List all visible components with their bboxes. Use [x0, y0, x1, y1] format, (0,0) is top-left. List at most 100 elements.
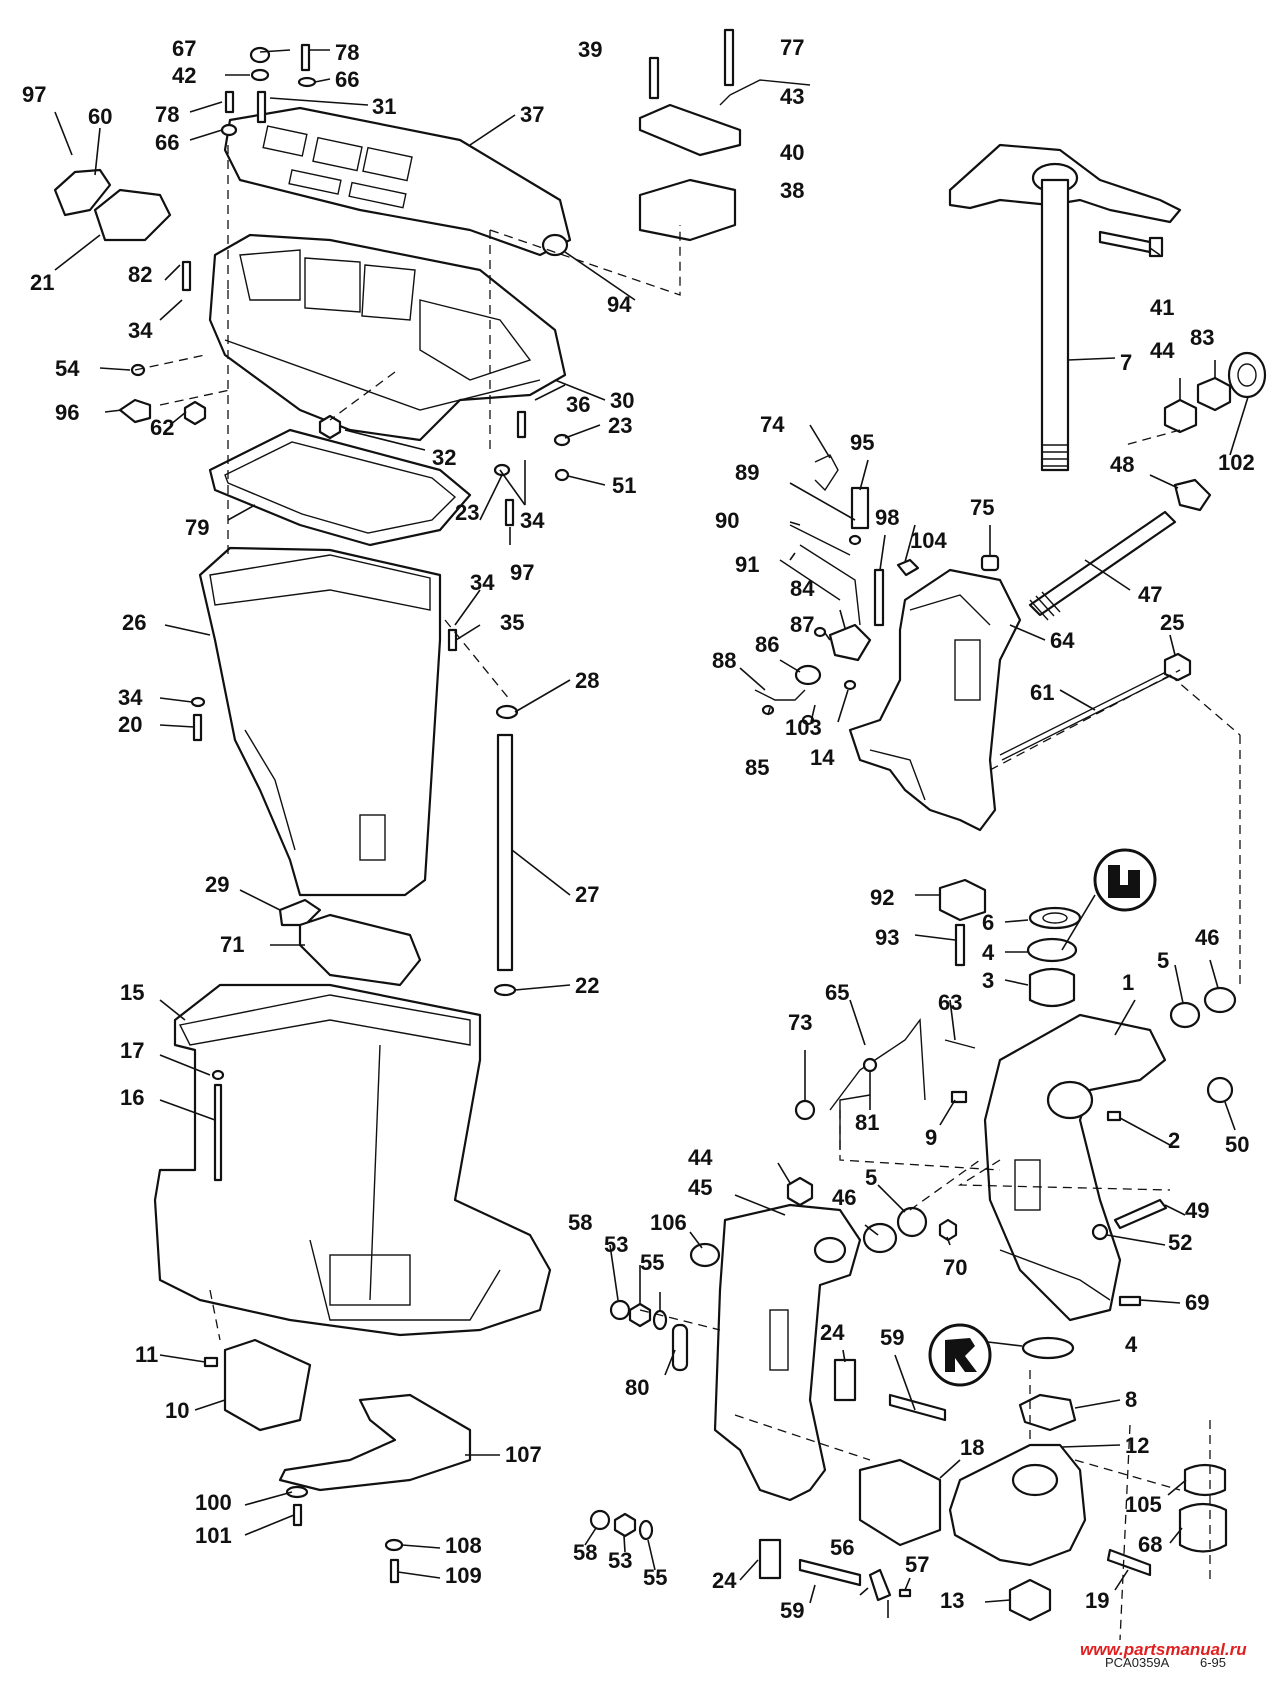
washer-102: [1227, 351, 1267, 399]
callout-89: 89: [735, 460, 759, 485]
anti-ventilation-plate-107: [278, 1393, 472, 1492]
callout-59-top: 59: [880, 1325, 904, 1350]
callout-25: 25: [1160, 610, 1184, 635]
callout-86: 86: [755, 632, 779, 657]
callout-46-right: 46: [1195, 925, 1219, 950]
exhaust-housing-26: [198, 546, 442, 897]
callout-77: 77: [780, 35, 804, 60]
pin-98: [873, 568, 885, 627]
callout-65: 65: [825, 980, 849, 1005]
callout-84: 84: [790, 576, 815, 601]
callout-16: 16: [120, 1085, 144, 1110]
callout-106: 106: [650, 1210, 687, 1235]
callout-90: 90: [715, 508, 739, 533]
callout-56: 56: [830, 1535, 854, 1560]
nut-13: [1008, 1578, 1052, 1622]
power-pack-38: [638, 178, 737, 242]
callout-62: 62: [150, 415, 174, 440]
bracket-40: [638, 103, 742, 157]
bolt-59-bottom: [798, 1558, 862, 1587]
callout-41: 41: [1150, 295, 1174, 320]
diagram-footer: PCA0359A 6-95 www.partsmanual.ru: [1080, 1640, 1247, 1670]
sender-84: [828, 623, 872, 662]
callout-58-top: 58: [568, 1210, 592, 1235]
screw-11: [203, 1356, 219, 1368]
gasket-79: [208, 428, 472, 547]
callout-2: 2: [1168, 1128, 1180, 1153]
callout-49: 49: [1185, 1198, 1209, 1223]
stern-bracket-1: [983, 1013, 1167, 1322]
callout-34-b: 34: [520, 508, 545, 533]
seal-29: [278, 898, 322, 927]
callout-73: 73: [788, 1010, 812, 1035]
callout-5-right: 5: [1157, 948, 1169, 973]
part-14: [843, 679, 857, 691]
bushing-50: [1206, 1076, 1234, 1104]
bolt-41: [1098, 230, 1152, 254]
grommet-28: [495, 704, 519, 720]
callout-94: 94: [607, 292, 632, 317]
plug-75: [980, 554, 1000, 572]
nut-53-top: [628, 1302, 652, 1328]
callout-34-c: 34: [470, 570, 495, 595]
bushing-3: [1028, 967, 1076, 1008]
callout-39: 39: [578, 37, 602, 62]
callout-100: 100: [195, 1490, 232, 1515]
washer-66-top: [297, 76, 317, 88]
nut-70: [938, 1218, 958, 1242]
screw-78-top: [300, 43, 311, 72]
part-illustrations: [53, 28, 1267, 1622]
callout-36: 36: [566, 392, 590, 417]
callout-51: 51: [612, 473, 636, 498]
callout-27: 27: [575, 882, 599, 907]
clip-74: [814, 454, 839, 492]
seal-60: [53, 168, 112, 217]
washer-108: [384, 1538, 404, 1552]
callout-59-bottom: 59: [780, 1598, 804, 1623]
callout-10: 10: [165, 1398, 189, 1423]
callout-74: 74: [760, 412, 785, 437]
callout-23-left: 23: [455, 500, 479, 525]
callout-101: 101: [195, 1523, 232, 1548]
nut-25: [1163, 652, 1192, 682]
callout-24-top: 24: [820, 1320, 845, 1345]
rod-61: [999, 669, 1171, 756]
callout-29: 29: [205, 872, 229, 897]
callout-48: 48: [1110, 452, 1134, 477]
bolt-77: [723, 28, 735, 87]
callout-95: 95: [850, 430, 874, 455]
callout-15: 15: [120, 980, 144, 1005]
watermark: www.partsmanual.ru: [1080, 1640, 1247, 1659]
callout-102: 102: [1218, 450, 1255, 475]
callout-71: 71: [220, 932, 244, 957]
screw-39: [648, 56, 660, 100]
callout-52: 52: [1168, 1230, 1192, 1255]
callout-69: 69: [1185, 1290, 1209, 1315]
callout-81: 81: [855, 1110, 879, 1135]
callout-109: 109: [445, 1563, 482, 1588]
drawing-date: 6-95: [1200, 1655, 1226, 1670]
callout-38: 38: [780, 178, 804, 203]
callout-103: 103: [785, 715, 822, 740]
bolt-19: [1106, 1548, 1152, 1577]
screw-101: [292, 1503, 303, 1527]
plug-62: [183, 400, 207, 426]
callout-50: 50: [1225, 1132, 1249, 1157]
callout-35: 35: [500, 610, 524, 635]
callout-92: 92: [870, 885, 894, 910]
callout-63: 63: [938, 990, 962, 1015]
callout-55-bottom: 55: [643, 1565, 667, 1590]
nut-44-top: [1163, 398, 1198, 434]
driveshaft-housing-15: [153, 983, 552, 1337]
nut-83: [1196, 376, 1232, 412]
callout-12: 12: [1125, 1433, 1149, 1458]
stamp-symbol-b: [1093, 848, 1157, 912]
adapter-plate-gasket-37: [223, 106, 572, 257]
screw-20: [192, 713, 203, 742]
callout-55-top: 55: [640, 1250, 664, 1275]
nut-67: [249, 46, 271, 64]
knob-73: [794, 1099, 816, 1121]
callout-68: 68: [1138, 1532, 1162, 1557]
callout-37: 37: [520, 102, 544, 127]
